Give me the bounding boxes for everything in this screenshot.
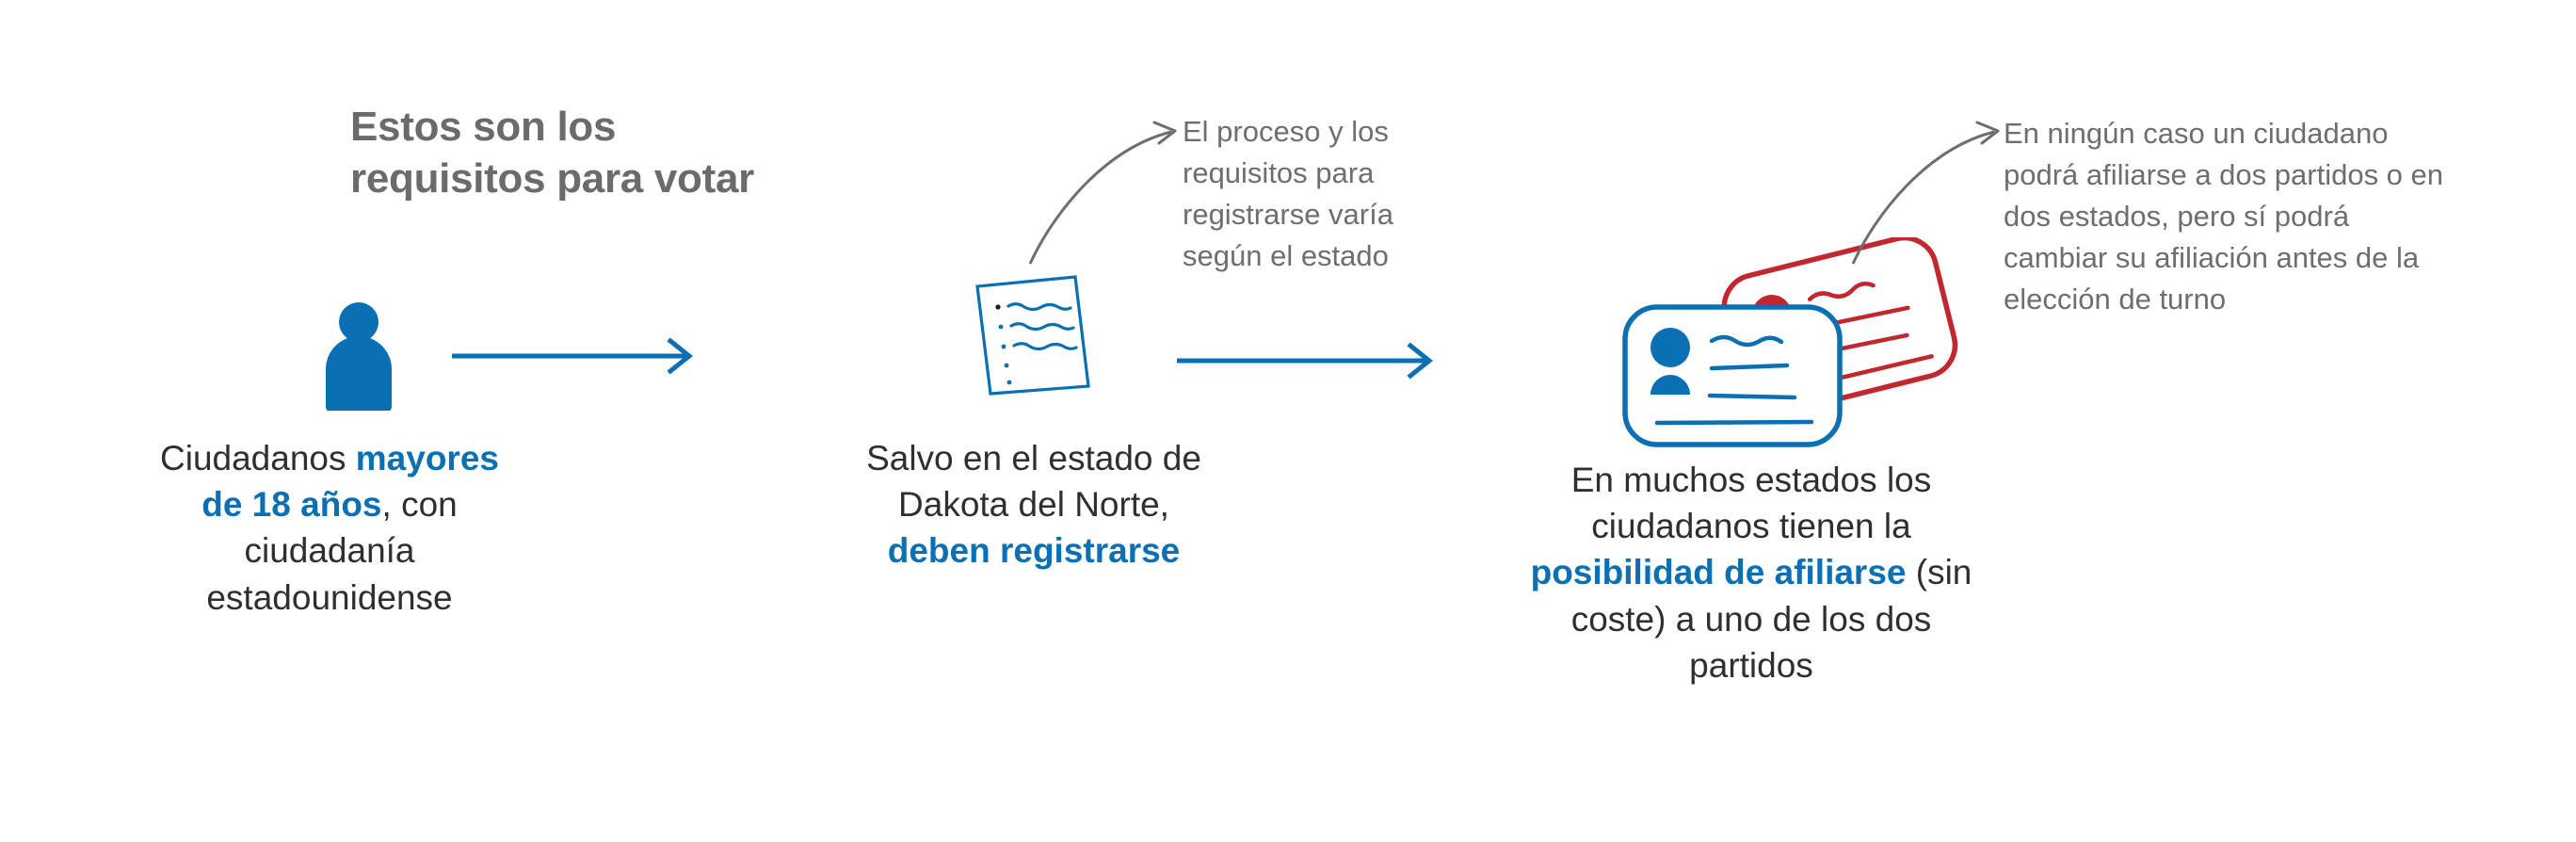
curved-arrow-icon <box>1845 111 2015 276</box>
caption-highlight: posibilidad de afiliarse <box>1530 553 1907 592</box>
caption-highlight: deben registrarse <box>887 531 1181 571</box>
caption-highlight: mayores de 18 años <box>201 439 499 525</box>
stage-2-caption: Salvo en el estado de Dakota del Norte, … <box>866 435 1201 575</box>
person-icon <box>318 301 399 415</box>
caption-part: Salvo en el estado de Dakota del Norte, <box>866 439 1201 525</box>
caption-part: (sin coste) a uno de los dos partidos <box>1570 553 1972 685</box>
page-title: Estos son los requisitos para votar <box>350 104 754 202</box>
flow-arrow-2 <box>1177 342 1439 384</box>
caption-part: , con ciudadanía estadounidense <box>206 485 458 617</box>
caption-part: En muchos estados los ciudadanos tienen … <box>1570 461 1932 546</box>
id-card-blue <box>1622 304 1843 447</box>
flow-arrow-1 <box>452 337 699 380</box>
annotation-1-text: El proceso y los requisitos para registr… <box>1183 115 1393 273</box>
stage-1-caption: Ciudadanos mayores de 18 años, con ciuda… <box>141 435 518 621</box>
document-icon <box>962 271 1103 404</box>
stage-3-caption: En muchos estados los ciudadanos tienen … <box>1506 457 1996 688</box>
curved-arrow-icon <box>1022 111 1192 276</box>
caption-part: Ciudadanos <box>160 439 356 478</box>
annotation-2-text: En ningún caso un ciudadano podrá afilia… <box>2004 117 2444 316</box>
id-cards-icon <box>1612 235 1988 459</box>
